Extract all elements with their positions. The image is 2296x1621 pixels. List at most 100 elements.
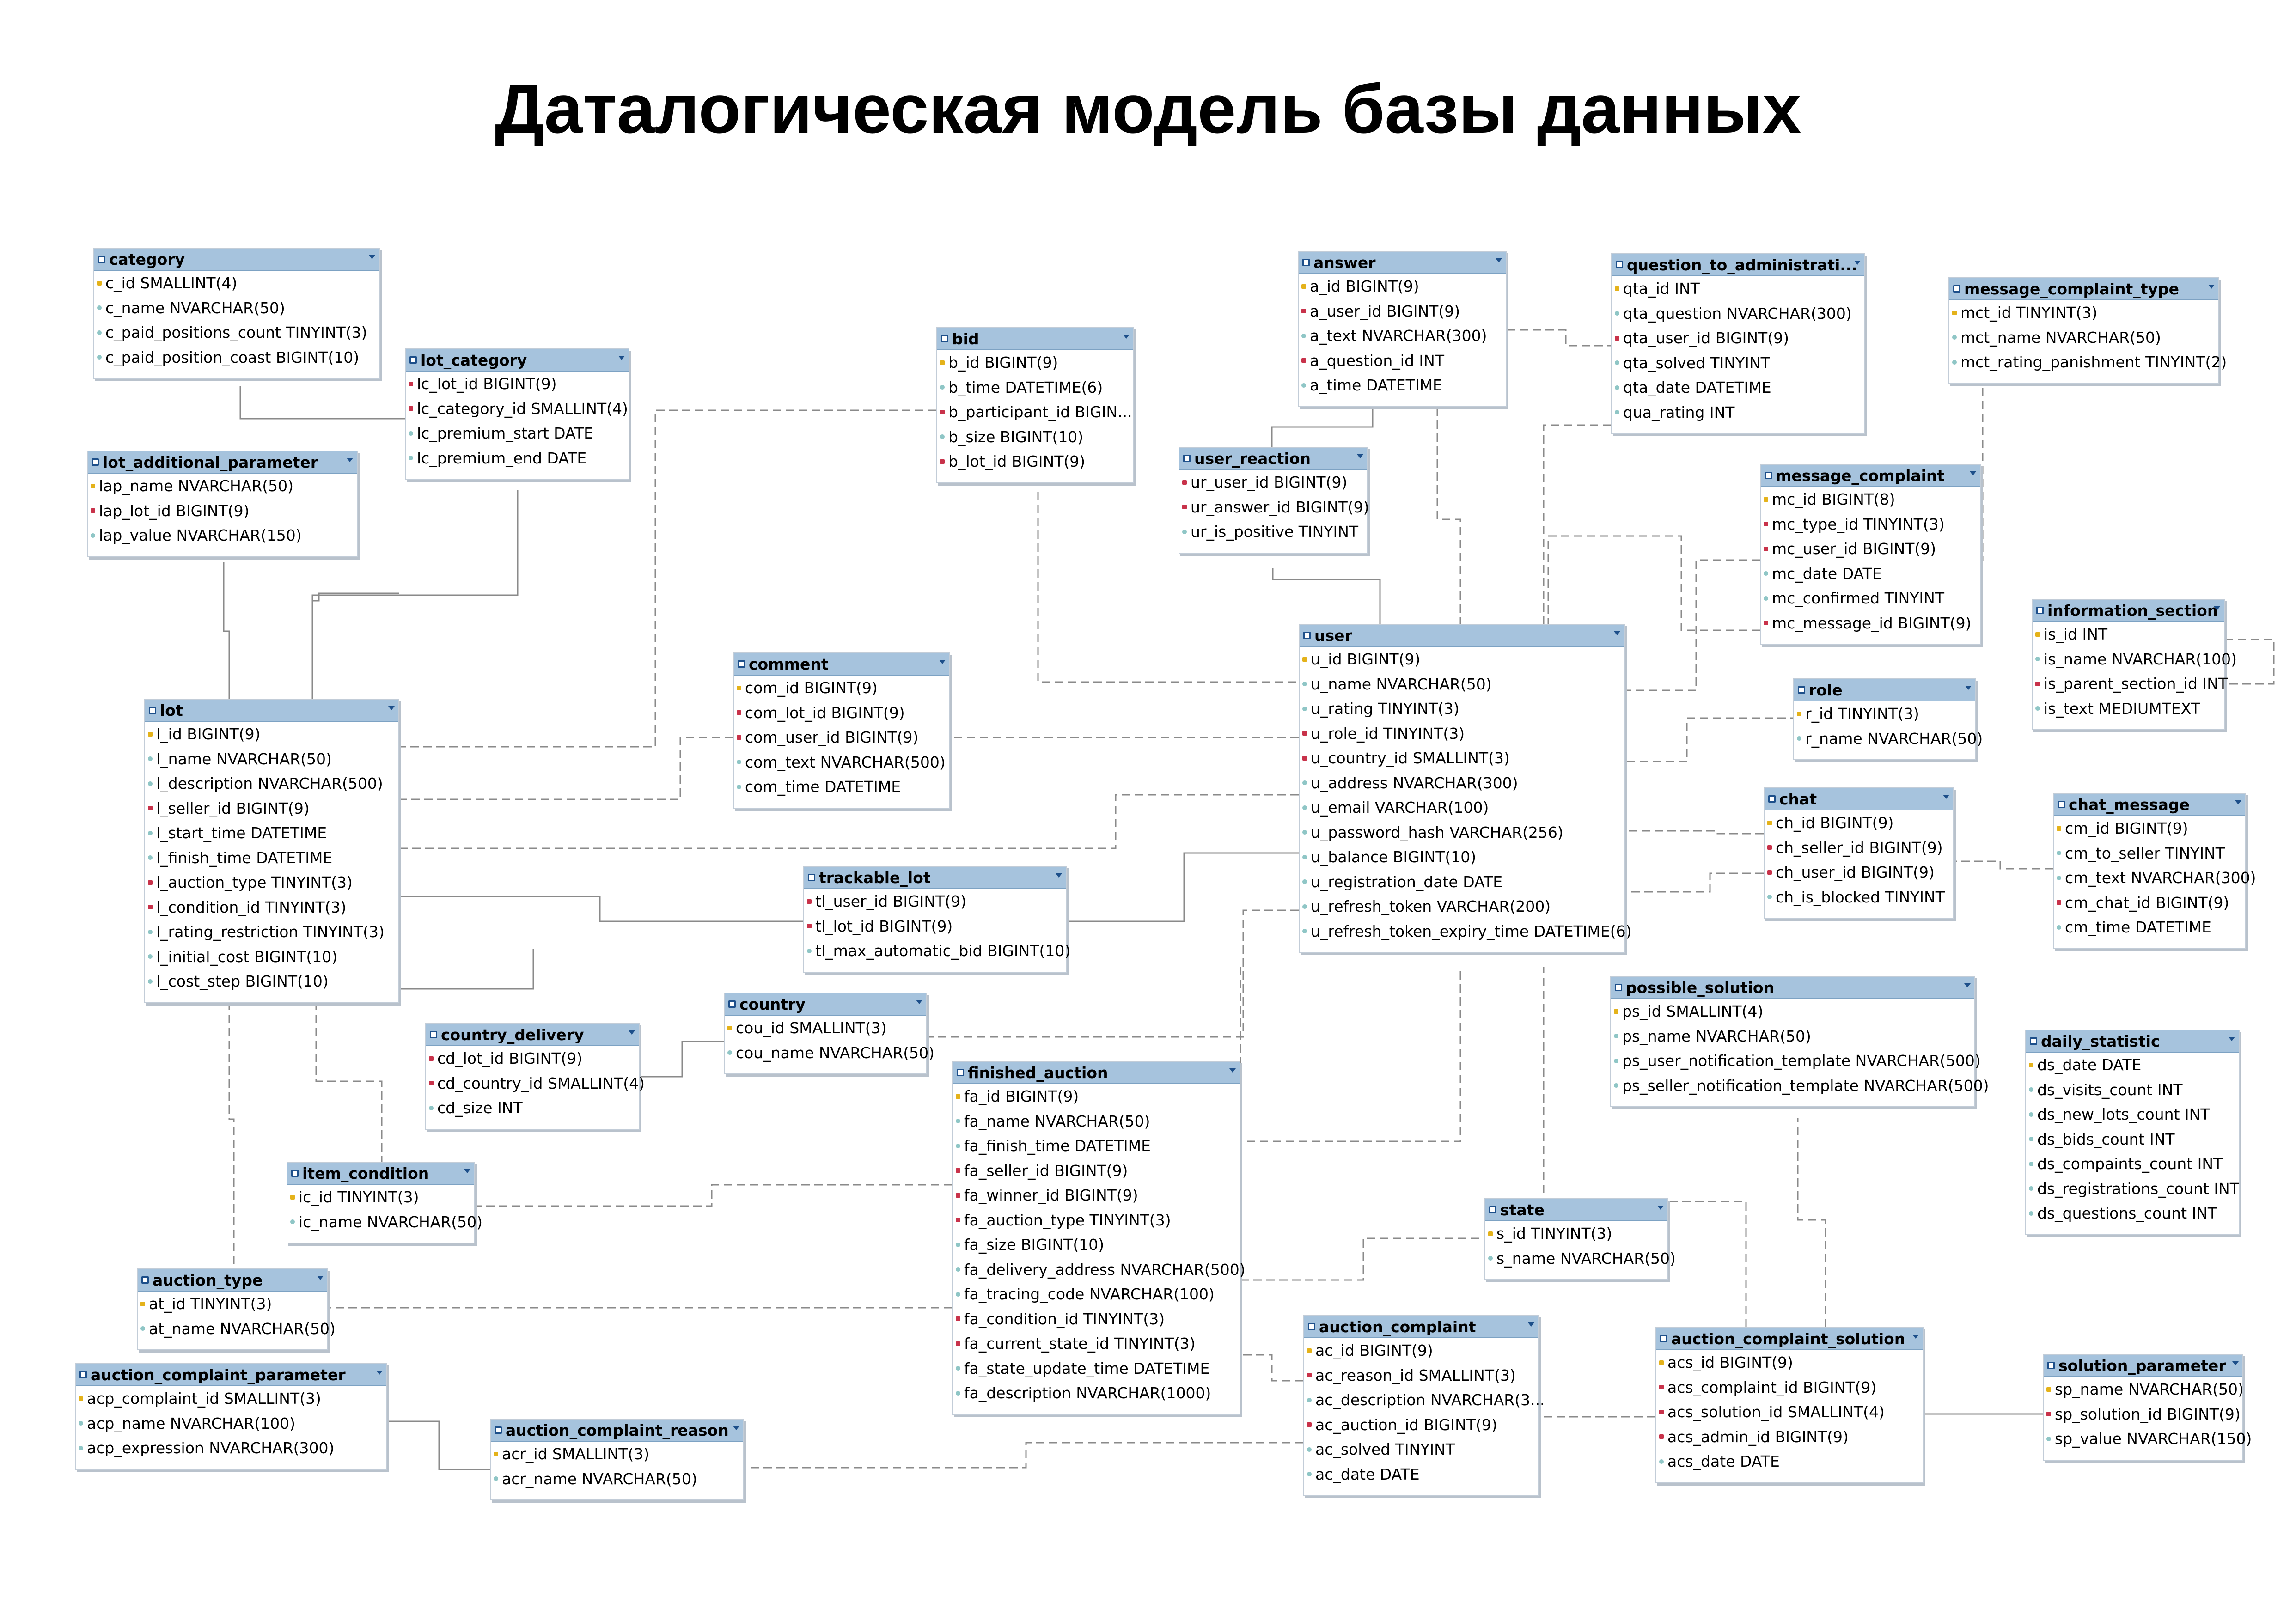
table-column[interactable]: ur_answer_id BIGINT(9): [1179, 495, 1369, 520]
chevron-down-icon[interactable]: [1496, 258, 1502, 262]
table-header[interactable]: message_complaint: [1761, 465, 1980, 487]
table-column[interactable]: acs_complaint_id BIGINT(9): [1656, 1375, 1923, 1400]
table-header[interactable]: auction_complaint_parameter: [76, 1364, 386, 1386]
table-column[interactable]: ac_id BIGINT(9): [1304, 1338, 1538, 1363]
chevron-down-icon[interactable]: [2229, 1037, 2235, 1041]
chevron-down-icon[interactable]: [1964, 983, 1971, 987]
table-header[interactable]: chat_message: [2054, 794, 2245, 816]
chevron-down-icon[interactable]: [388, 706, 395, 710]
table-column[interactable]: lap_name NVARCHAR(50): [88, 474, 357, 499]
table-column[interactable]: mc_id BIGINT(8): [1761, 487, 1980, 512]
table-column[interactable]: ds_compaints_count INT: [2026, 1152, 2239, 1176]
table-column[interactable]: fa_winner_id BIGINT(9): [953, 1183, 1240, 1208]
table-column[interactable]: fa_name NVARCHAR(50): [953, 1109, 1240, 1134]
table-column[interactable]: b_participant_id BIGIN...: [937, 400, 1133, 425]
table-header[interactable]: country_delivery: [426, 1024, 639, 1046]
table-column[interactable]: cd_lot_id BIGINT(9): [426, 1046, 639, 1071]
table-column[interactable]: s_name NVARCHAR(50): [1485, 1246, 1676, 1271]
table-column[interactable]: ch_user_id BIGINT(9): [1765, 860, 1953, 885]
table-header[interactable]: lot: [145, 700, 398, 722]
table-column[interactable]: qta_question NVARCHAR(300): [1612, 301, 1864, 326]
table-column[interactable]: u_refresh_token VARCHAR(200): [1300, 894, 1624, 919]
table-column[interactable]: qta_user_id BIGINT(9): [1612, 326, 1864, 351]
table-column[interactable]: r_id TINYINT(3): [1794, 701, 1975, 726]
chevron-down-icon[interactable]: [1056, 873, 1062, 878]
chevron-down-icon[interactable]: [376, 1371, 383, 1375]
table-column[interactable]: fa_auction_type TINYINT(3): [953, 1208, 1240, 1233]
table-column[interactable]: mct_rating_panishment TINYINT(2): [1949, 350, 2227, 375]
table-column[interactable]: ds_registrations_count INT: [2026, 1176, 2239, 1201]
table-header[interactable]: bid: [937, 328, 1133, 350]
chevron-down-icon[interactable]: [1229, 1068, 1236, 1073]
table-column[interactable]: l_start_time DATETIME: [145, 821, 398, 846]
table-column[interactable]: ps_id SMALLINT(4): [1611, 999, 1974, 1024]
chevron-down-icon[interactable]: [2235, 800, 2241, 804]
table-header[interactable]: user: [1300, 625, 1624, 647]
chevron-down-icon[interactable]: [916, 1000, 922, 1004]
table-column[interactable]: u_balance BIGINT(10): [1300, 845, 1624, 870]
table-column[interactable]: ps_user_notification_template NVARCHAR(5…: [1611, 1048, 1981, 1073]
table-header[interactable]: country: [725, 993, 926, 1016]
table-header[interactable]: possible_solution: [1611, 977, 1974, 999]
table-column[interactable]: u_name NVARCHAR(50): [1300, 672, 1624, 697]
table-header[interactable]: chat: [1765, 788, 1953, 810]
table-column[interactable]: sp_solution_id BIGINT(9): [2044, 1402, 2242, 1427]
table-column[interactable]: b_size BIGINT(10): [937, 425, 1133, 450]
table-column[interactable]: is_text MEDIUMTEXT: [2033, 696, 2224, 721]
table-column[interactable]: ac_date DATE: [1304, 1462, 1538, 1487]
table-column[interactable]: l_name NVARCHAR(50): [145, 747, 398, 772]
table-column[interactable]: ac_reason_id SMALLINT(3): [1304, 1363, 1538, 1388]
table-column[interactable]: ps_seller_notification_template NVARCHAR…: [1611, 1073, 1989, 1098]
table-column[interactable]: a_time DATETIME: [1299, 373, 1506, 398]
table-header[interactable]: trackable_lot: [804, 867, 1066, 889]
table-column[interactable]: com_time DATETIME: [734, 774, 949, 799]
chevron-down-icon[interactable]: [629, 1030, 635, 1035]
table-column[interactable]: ch_id BIGINT(9): [1765, 810, 1953, 835]
chevron-down-icon[interactable]: [369, 255, 375, 259]
table-column[interactable]: fa_current_state_id TINYINT(3): [953, 1331, 1240, 1356]
table-column[interactable]: c_id SMALLINT(4): [94, 271, 379, 296]
table-column[interactable]: u_rating TINYINT(3): [1300, 696, 1624, 721]
table-column[interactable]: fa_condition_id TINYINT(3): [953, 1307, 1240, 1332]
table-column[interactable]: ac_description NVARCHAR(3...: [1304, 1388, 1545, 1413]
chevron-down-icon[interactable]: [1657, 1206, 1664, 1210]
table-header[interactable]: finished_auction: [953, 1062, 1240, 1084]
table-column[interactable]: cm_to_seller TINYINT: [2054, 841, 2245, 866]
table-header[interactable]: auction_complaint: [1304, 1316, 1538, 1338]
table-header[interactable]: lot_category: [406, 349, 629, 372]
chevron-down-icon[interactable]: [317, 1276, 324, 1280]
table-column[interactable]: ds_questions_count INT: [2026, 1201, 2239, 1226]
table-column[interactable]: u_password_hash VARCHAR(256): [1300, 820, 1624, 845]
table-column[interactable]: mc_message_id BIGINT(9): [1761, 611, 1980, 636]
table-column[interactable]: at_id TINYINT(3): [138, 1292, 327, 1316]
table-column[interactable]: lc_premium_end DATE: [406, 446, 629, 471]
chevron-down-icon[interactable]: [1943, 795, 1949, 799]
table-column[interactable]: a_text NVARCHAR(300): [1299, 323, 1506, 348]
chevron-down-icon[interactable]: [1854, 261, 1861, 265]
table-column[interactable]: b_id BIGINT(9): [937, 350, 1133, 375]
table-column[interactable]: s_id TINYINT(3): [1485, 1221, 1667, 1246]
table-header[interactable]: user_reaction: [1179, 448, 1367, 470]
table-header[interactable]: comment: [734, 653, 949, 676]
table-column[interactable]: ac_auction_id BIGINT(9): [1304, 1413, 1538, 1438]
table-column[interactable]: lap_lot_id BIGINT(9): [88, 499, 357, 524]
table-column[interactable]: u_registration_date DATE: [1300, 870, 1624, 895]
table-column[interactable]: mc_date DATE: [1761, 561, 1980, 586]
